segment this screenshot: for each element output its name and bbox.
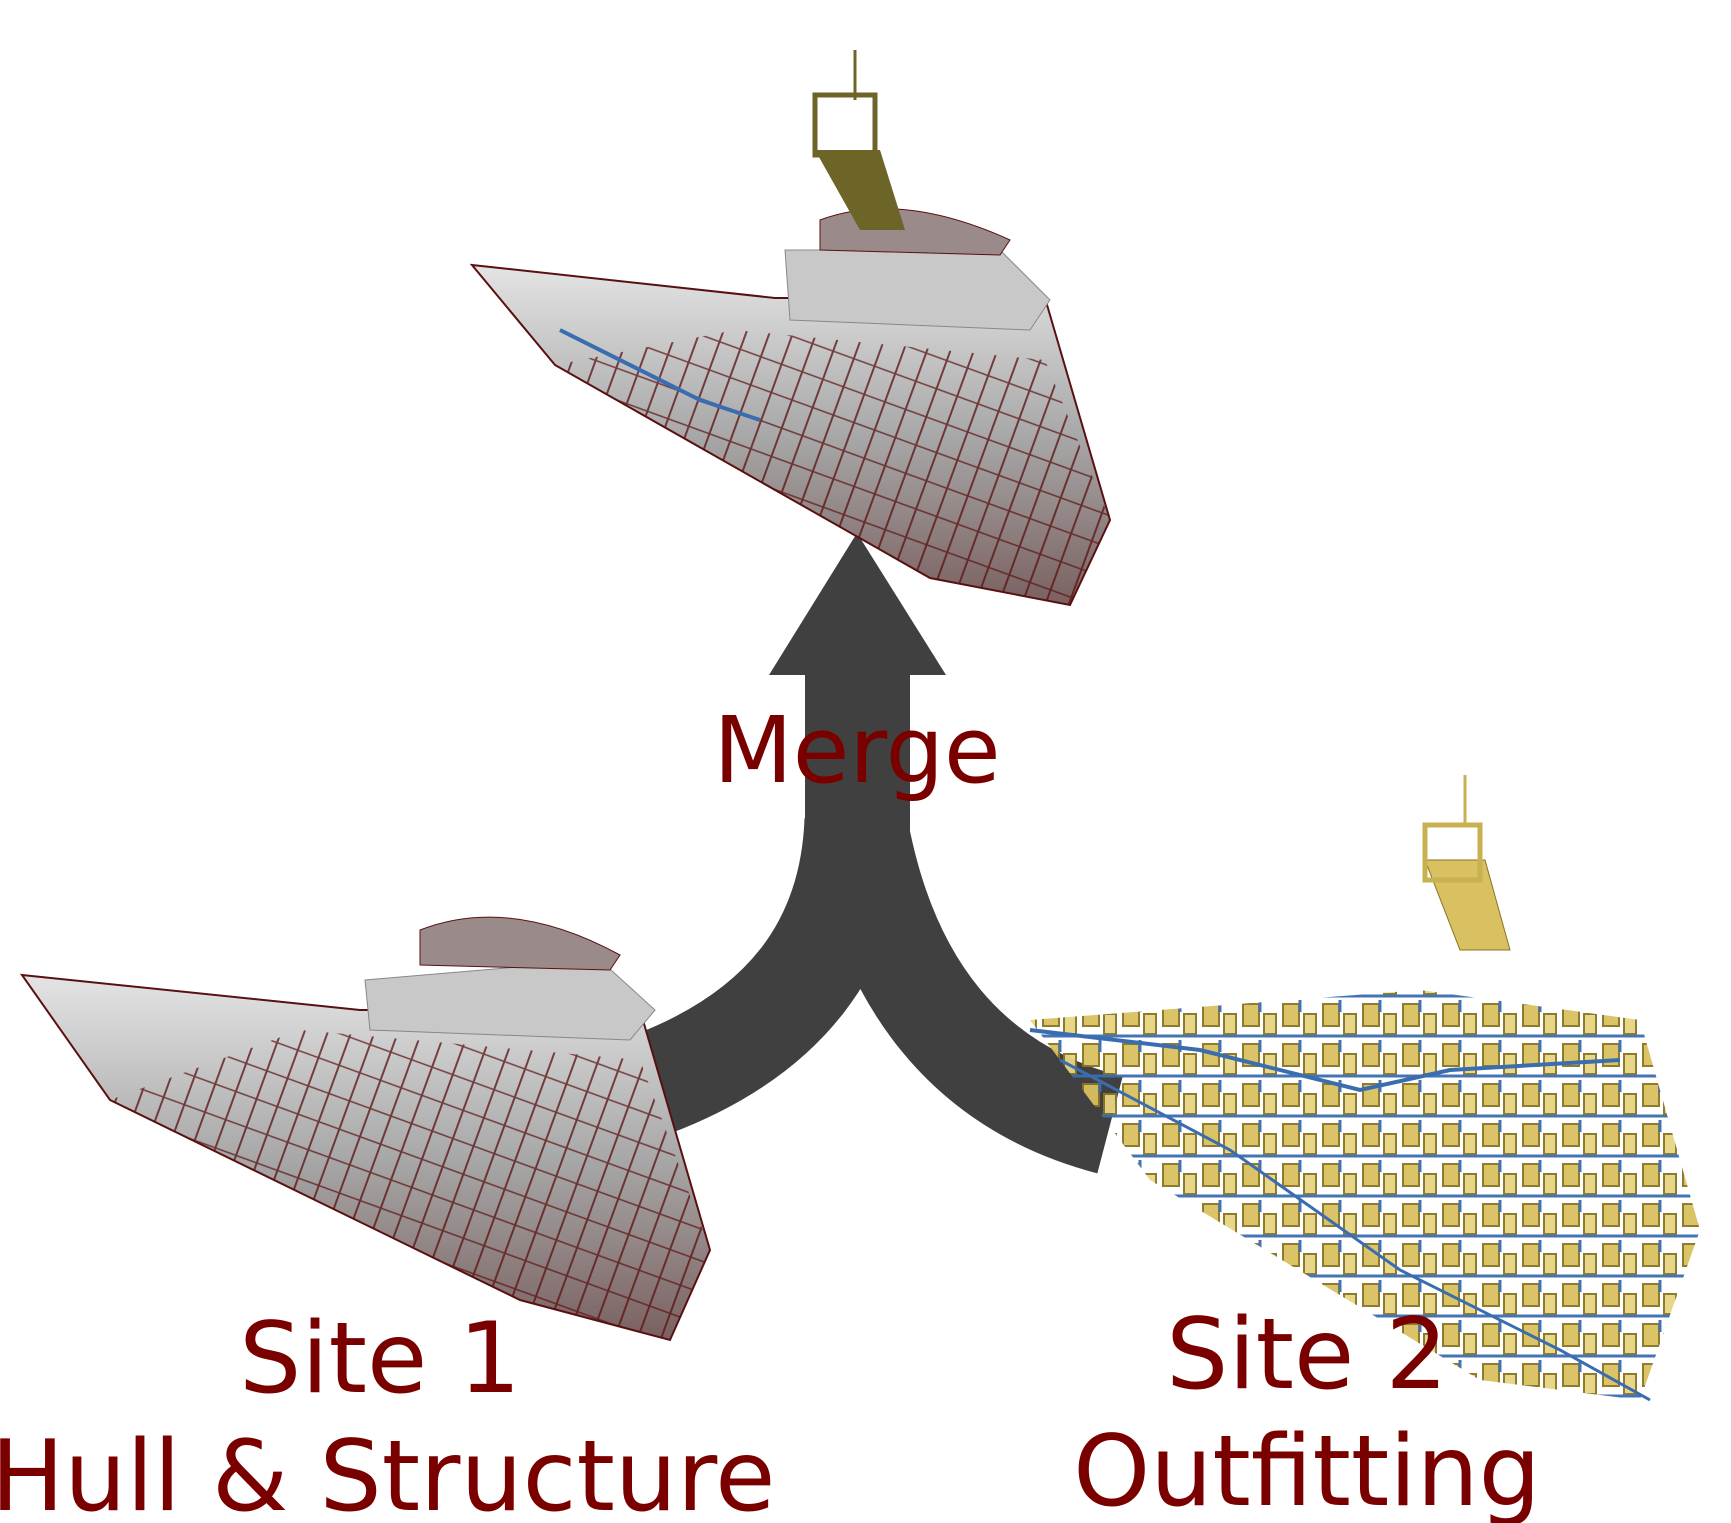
- site1-subtitle: Hull & Structure: [0, 1420, 775, 1523]
- arrow-head: [769, 533, 946, 675]
- merged-ship-model: [469, 50, 1112, 607]
- site2-title: Site 2: [1166, 1298, 1448, 1412]
- arrow-branch-right: [807, 811, 1124, 1174]
- site1-title: Site 1: [239, 1302, 521, 1416]
- merge-label: Merge: [713, 697, 1000, 804]
- site2-outfitting-model: [1029, 775, 1700, 1402]
- arrow-shaft: [805, 670, 910, 850]
- merge-arrow: [630, 533, 1124, 1174]
- site1-hull-structure-model: [19, 916, 712, 1342]
- site2-subtitle: Outfitting: [1073, 1415, 1541, 1523]
